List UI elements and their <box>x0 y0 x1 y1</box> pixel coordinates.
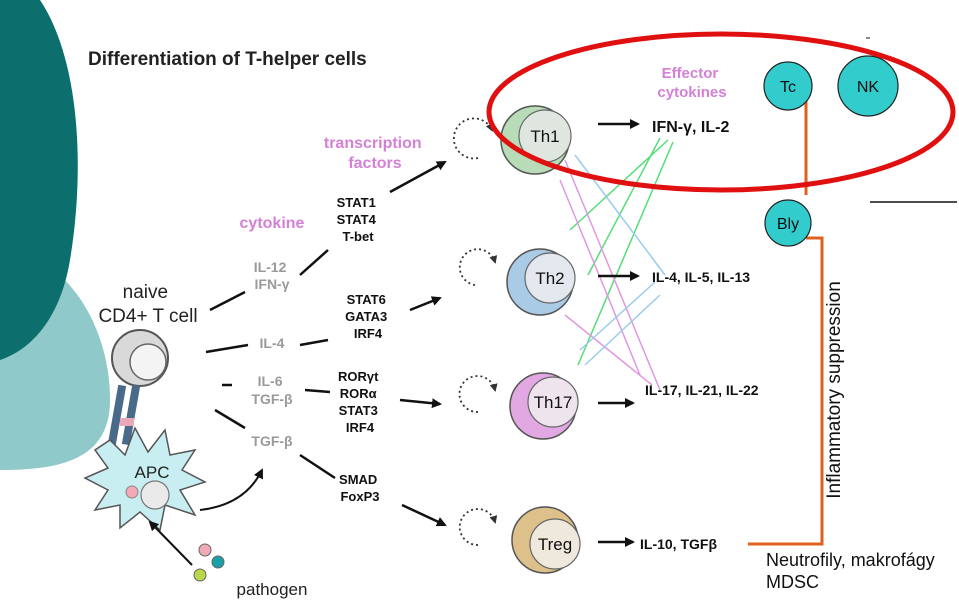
tf-th2: STAT6 GATA3 IRF4 <box>345 292 391 341</box>
cytokine-th17: IL-6 TGF-β <box>251 373 293 407</box>
node-nk: NK <box>837 55 899 117</box>
arrow-tf-treg <box>401 503 447 527</box>
cell-th17: Th17 <box>509 372 579 440</box>
line-naive-treg <box>214 408 246 430</box>
cross-inhibition-lines <box>559 137 674 391</box>
line-cyt-tf-th2 <box>299 338 329 347</box>
pathogen-arrow <box>148 520 193 566</box>
transcription-header: transcription factors <box>324 135 426 172</box>
line-cyt-tf-treg <box>299 453 336 480</box>
self-loop-th2 <box>458 248 498 286</box>
naive-cell-label: naive CD4+ T cell <box>98 282 197 327</box>
node-bly: Bly <box>764 199 812 247</box>
arrow-tf-th1 <box>389 160 447 194</box>
self-loop-th17 <box>458 375 498 413</box>
svg-text:Tc: Tc <box>780 79 796 96</box>
cytokine-treg: TGF-β <box>251 433 293 449</box>
cytokine-header: cytokine <box>240 215 305 232</box>
pathogen-dots <box>193 543 225 582</box>
diagram-title: Differentiation of T-helper cells <box>88 49 367 70</box>
svg-text:Treg: Treg <box>538 535 572 554</box>
svg-text:Th17: Th17 <box>534 393 573 412</box>
arrow-tf-th2 <box>409 296 442 312</box>
tf-th1: STAT1 STAT4 T-bet <box>337 195 380 244</box>
self-loop-th1 <box>452 117 494 160</box>
inflammatory-suppression-label: Inflammatory suppression <box>824 281 845 499</box>
arrow-tf-th17 <box>399 398 442 409</box>
cell-treg: Treg <box>511 506 581 574</box>
effector-th2: IL-4, IL-5, IL-13 <box>652 269 750 285</box>
naive-t-cell <box>107 329 169 446</box>
tf-th17: RORγt RORα STAT3 IRF4 <box>338 369 382 435</box>
teal-shape <box>0 0 78 360</box>
cell-th1: Th1 <box>500 105 572 175</box>
effector-th17: IL-17, IL-21, IL-22 <box>645 382 759 398</box>
tf-treg: SMAD FoxP3 <box>339 472 381 504</box>
cytokine-th1: IL-12 IFN-γ <box>254 259 291 292</box>
cytokine-th2: IL-4 <box>260 335 285 351</box>
annotation-text: Neutrofily, makrofágy MDSC <box>766 550 940 592</box>
effector-th1: IFN-γ, IL-2 <box>652 119 729 136</box>
line-naive-th2 <box>205 343 249 354</box>
line-cyt-tf-th1 <box>299 249 329 276</box>
effector-cytokines-header: Effector cytokines <box>657 65 726 101</box>
self-loop-treg <box>458 508 498 546</box>
svg-text:Th2: Th2 <box>535 269 564 288</box>
apc-cell: APC <box>83 426 207 532</box>
apc-label: APC <box>135 463 170 482</box>
svg-text:Bly: Bly <box>777 216 799 233</box>
node-tc: Tc <box>763 61 813 111</box>
suppression-bracket <box>748 236 824 546</box>
pathogen-label: pathogen <box>237 580 308 599</box>
line-cyt-tf-th17 <box>304 388 331 394</box>
cell-th2: Th2 <box>506 248 576 316</box>
effector-treg: IL-10, TGFβ <box>640 536 717 552</box>
svg-text:NK: NK <box>857 79 880 96</box>
line-naive-th1 <box>209 290 246 312</box>
highlight-oval <box>486 31 956 193</box>
apc-to-cytokine-arrow <box>199 468 263 511</box>
svg-text:Th1: Th1 <box>530 127 559 146</box>
